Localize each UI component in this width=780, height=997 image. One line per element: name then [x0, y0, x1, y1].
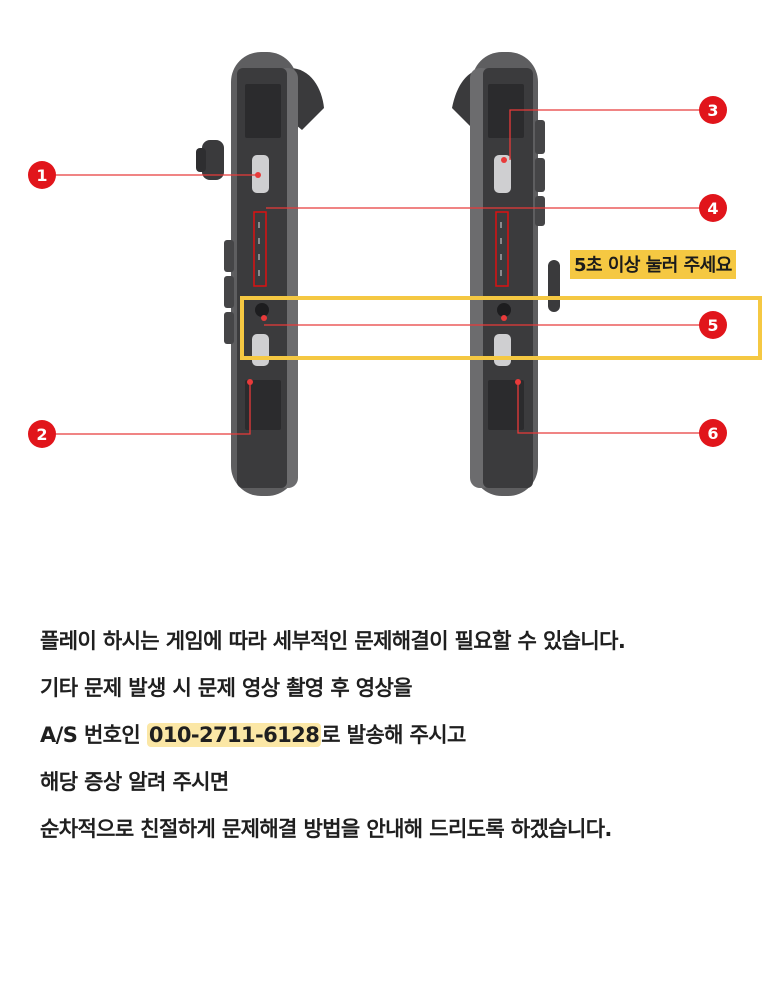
right-joycon — [452, 52, 560, 496]
callout-badge-6: 6 — [699, 419, 727, 447]
message-line-3: A/S 번호인 010-2711-6128로 발송해 주시고 — [40, 712, 760, 759]
callout-badge-5: 5 — [699, 311, 727, 339]
callout-badge-3: 3 — [699, 96, 727, 124]
callout-number-6: 6 — [707, 424, 718, 443]
callout-number-1: 1 — [36, 166, 47, 185]
message-line-4: 해당 증상 알려 주시면 — [40, 770, 229, 794]
callout-badge-2: 2 — [28, 420, 56, 448]
left-joycon — [196, 52, 324, 496]
message-line-5: 순차적으로 친절하게 문제해결 방법을 안내해 드리도록 하겠습니다. — [40, 817, 612, 841]
button-5-highlight-box — [240, 296, 762, 360]
callout-badge-1: 1 — [28, 161, 56, 189]
callout-number-4: 4 — [707, 199, 718, 218]
leader-lines — [56, 109, 700, 435]
callout-number-3: 3 — [707, 101, 718, 120]
callout-number-5: 5 — [707, 316, 718, 335]
message-line-2: 기타 문제 발생 시 문제 영상 촬영 후 영상을 — [40, 676, 413, 700]
callout-number-2: 2 — [36, 425, 47, 444]
support-message: 플레이 하시는 게임에 따라 세부적인 문제해결이 필요할 수 있습니다. 기타… — [40, 618, 760, 853]
callout-badge-4: 4 — [699, 194, 727, 222]
message-line-1: 플레이 하시는 게임에 따라 세부적인 문제해결이 필요할 수 있습니다. — [40, 629, 626, 653]
as-number-prefix: A/S 번호인 — [40, 723, 147, 747]
joycon-diagram: 1 2 3 4 5 6 — [28, 52, 762, 496]
hold-5-seconds-label: 5초 이상 눌러 주세요 — [570, 250, 736, 279]
as-number-suffix: 로 발송해 주시고 — [321, 723, 466, 747]
as-phone-number: 010-2711-6128 — [146, 723, 322, 747]
